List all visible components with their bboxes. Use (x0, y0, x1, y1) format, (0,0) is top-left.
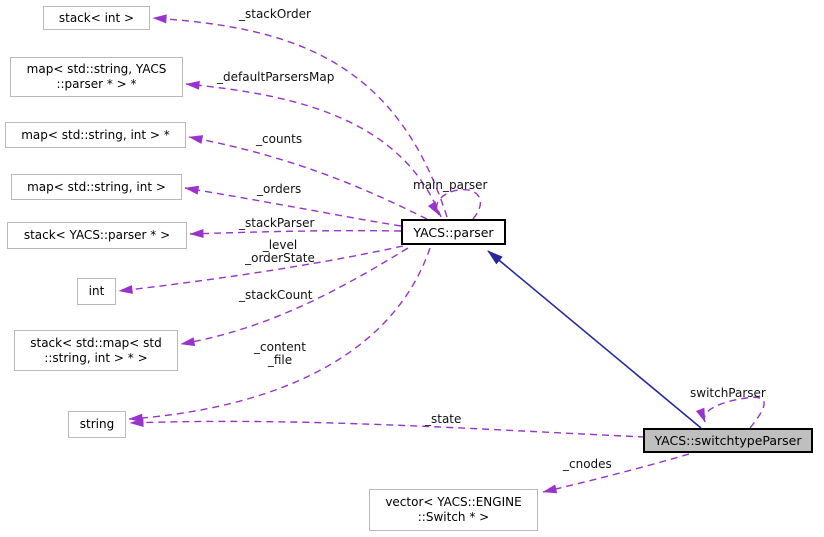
edge-label-stackorder: _stackOrder (239, 7, 311, 21)
node-stack-yacs-parser: stack< YACS::parser * > (7, 222, 187, 249)
edge-cnodes (542, 453, 690, 494)
edge-inheritance (487, 250, 702, 429)
edge-content-file (128, 247, 431, 423)
edge-level-orderstate (118, 245, 404, 294)
node-string: string (68, 411, 126, 438)
edge-switchparser-loop (695, 396, 765, 429)
edge-label-stackcount: _stackCount (239, 288, 313, 302)
edge-state (129, 418, 646, 438)
edge-main-parser-loop (427, 188, 481, 220)
edge-label-cnodes: _cnodes (563, 457, 612, 471)
node-yacs-parser[interactable]: YACS::parser (401, 219, 506, 245)
edge-label-orders: _orders (257, 182, 302, 196)
edge-label-level-orderstate: _level _orderState (245, 238, 315, 265)
edge-stackorder (152, 14, 448, 218)
edge-label-main-parser: main_parser (413, 178, 488, 192)
node-stack-map-string-int: stack< std::map< std ::string, int > * > (14, 330, 178, 371)
node-vector-engine-switch: vector< YACS::ENGINE ::Switch * > (369, 489, 538, 531)
edge-label-state: _state (425, 412, 462, 426)
edge-stackcount (180, 247, 409, 347)
edge-label-defaultparsersmap: _defaultParsersMap (217, 70, 335, 84)
node-map-string-yacs-parser: map< std::string, YACS ::parser * > * (10, 57, 183, 97)
edge-label-switchparser: switchParser (690, 386, 766, 400)
edge-stackparser (189, 229, 402, 239)
node-int: int (77, 278, 116, 305)
node-stack-int: stack< int > (43, 6, 150, 30)
edge-orders (184, 185, 402, 227)
edge-label-counts: _counts (256, 132, 303, 146)
node-map-string-int-ptr: map< std::string, int > * (5, 122, 186, 148)
edge-defaultparsersmap (185, 80, 442, 218)
node-yacs-switchtypeparser[interactable]: YACS::switchtypeParser (643, 428, 813, 453)
node-map-string-int: map< std::string, int > (11, 174, 182, 200)
edge-label-stackparser: _stackParser (239, 216, 315, 230)
edge-label-content-file: _content _file (254, 340, 306, 367)
